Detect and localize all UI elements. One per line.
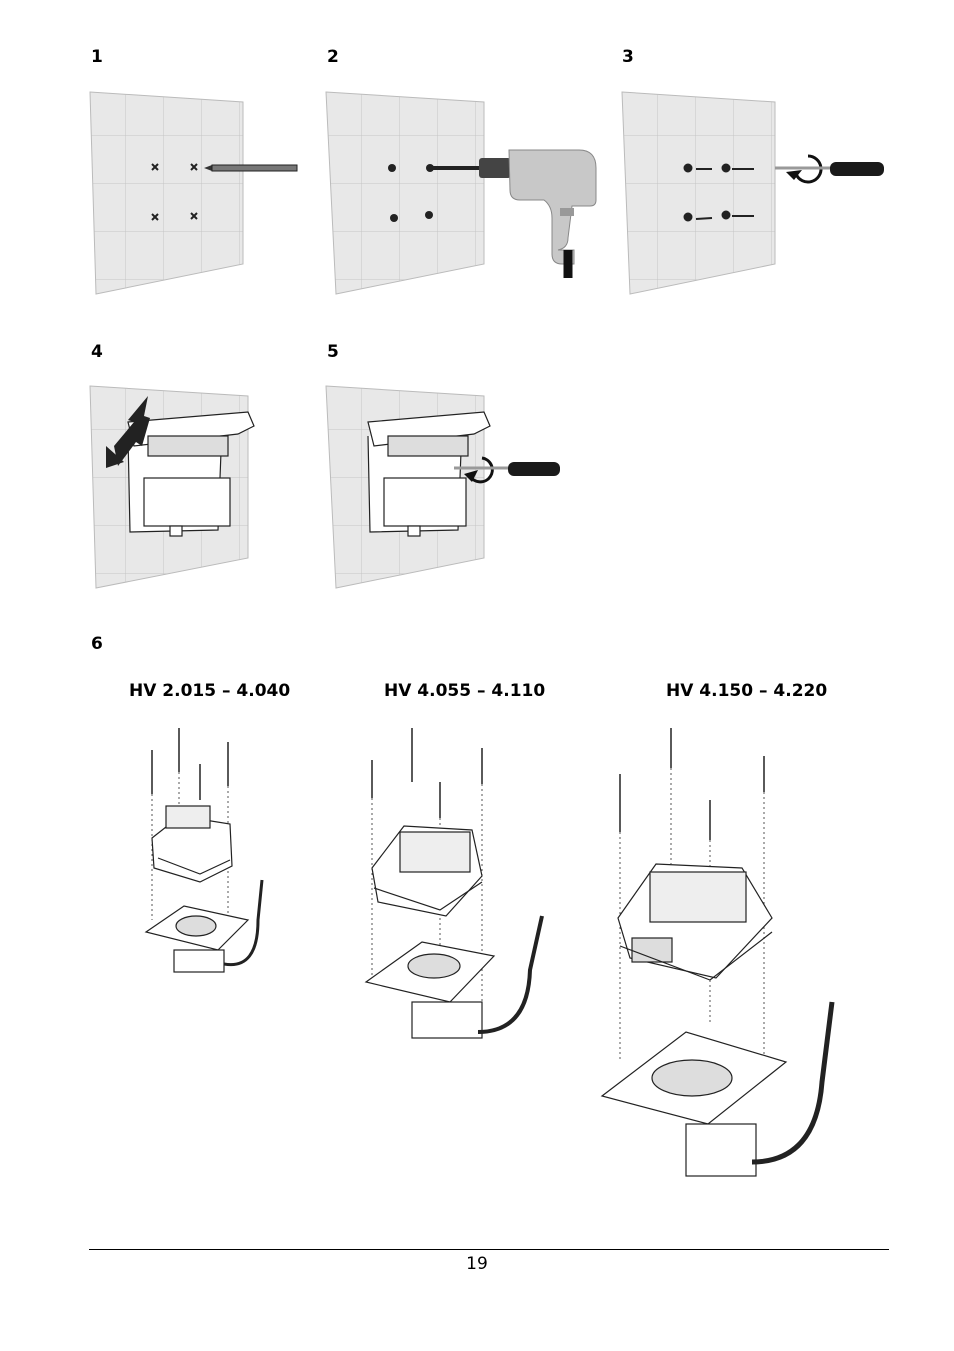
rotate-arrow-icon bbox=[464, 456, 494, 484]
step-number-3: 3 bbox=[622, 47, 634, 67]
step-number-4: 4 bbox=[91, 342, 103, 362]
exploded-view-small bbox=[144, 728, 264, 973]
model-label-hv-2015-4040: HV 2.015 – 4.040 bbox=[129, 681, 291, 701]
direction-arrow-icon bbox=[106, 396, 150, 468]
mounting-bracket bbox=[600, 1031, 788, 1177]
rotate-arrow-icon bbox=[786, 154, 823, 184]
screwdriver-icon bbox=[775, 162, 884, 176]
exploded-view-large bbox=[600, 728, 835, 1177]
mounting-screws bbox=[371, 728, 483, 818]
mounting-screws bbox=[619, 728, 765, 840]
mounting-screws bbox=[151, 728, 229, 800]
page-number: 19 bbox=[466, 1254, 488, 1274]
mounting-bracket bbox=[364, 941, 496, 1039]
pencil-icon bbox=[204, 164, 298, 172]
exploded-view-medium bbox=[364, 728, 544, 1039]
inverter-unit bbox=[151, 805, 233, 883]
drill-marks bbox=[151, 163, 198, 221]
step4-hang-unit-illustration bbox=[89, 385, 255, 589]
model-label-hv-4055-4110: HV 4.055 – 4.110 bbox=[384, 681, 546, 701]
inverter-unit bbox=[617, 863, 773, 981]
wall-bracket bbox=[127, 411, 255, 537]
cable bbox=[477, 915, 544, 1034]
mounted-unit bbox=[367, 411, 491, 537]
step-number-1: 1 bbox=[91, 47, 103, 67]
model-label-hv-4150-4220: HV 4.150 – 4.220 bbox=[666, 681, 828, 701]
step2-drilling-illustration bbox=[325, 91, 597, 295]
step1-marking-illustration bbox=[89, 91, 298, 295]
step-number-5: 5 bbox=[327, 342, 339, 362]
wall-plugs bbox=[683, 163, 754, 222]
step3-screwing-illustration bbox=[621, 91, 884, 295]
drill-icon bbox=[432, 149, 597, 278]
screwdriver-icon bbox=[454, 462, 560, 476]
footer-rule bbox=[89, 1249, 889, 1250]
inverter-unit bbox=[371, 825, 483, 917]
cable bbox=[751, 1001, 835, 1165]
step5-fix-unit-illustration bbox=[325, 385, 560, 589]
step-number-6: 6 bbox=[91, 634, 103, 654]
cable bbox=[223, 879, 264, 967]
step-number-2: 2 bbox=[327, 47, 339, 67]
mounting-bracket bbox=[144, 905, 250, 973]
drilled-holes bbox=[388, 164, 434, 222]
